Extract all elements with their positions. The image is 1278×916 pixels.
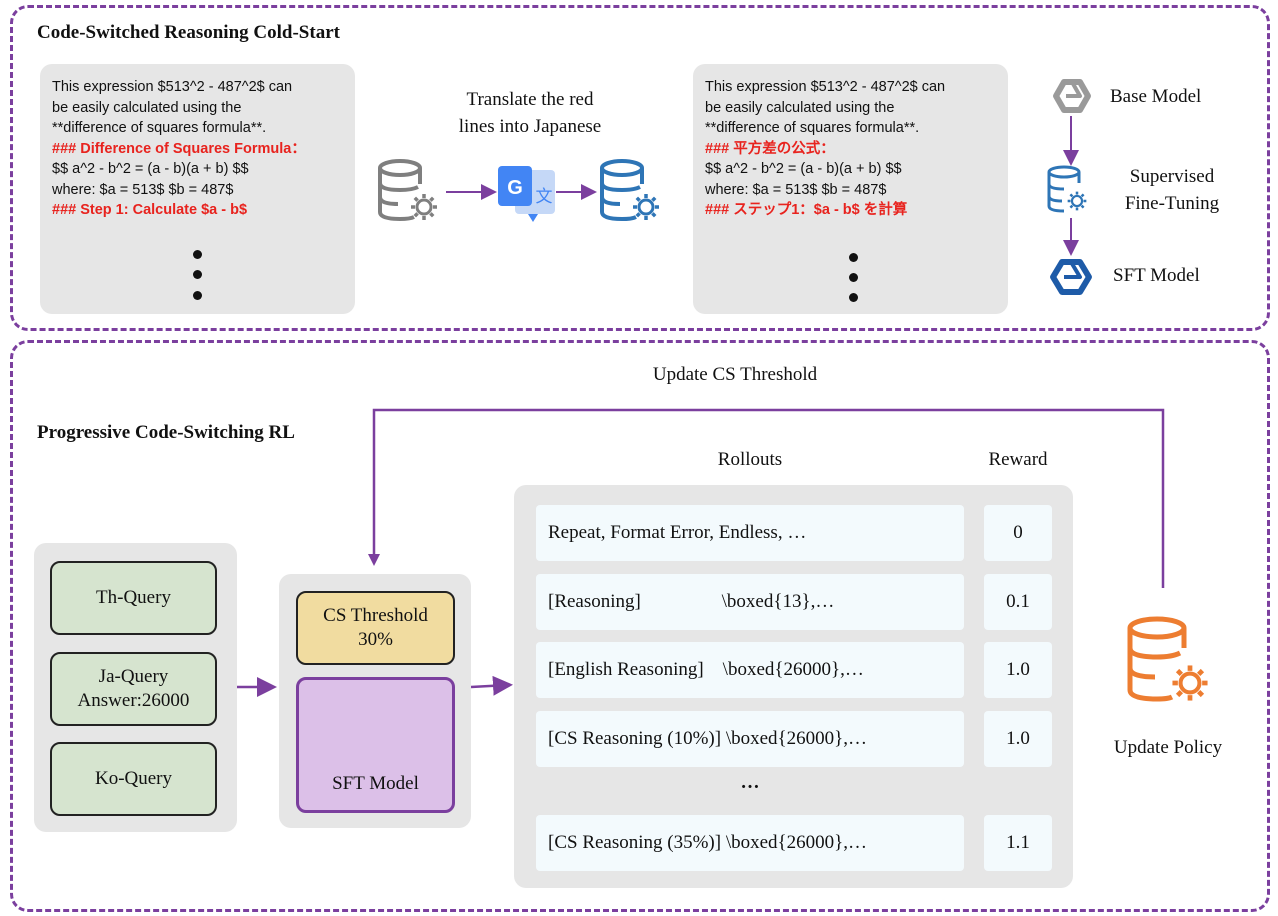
rollout-row: [English Reasoning] \boxed{26000},… xyxy=(536,642,964,698)
svg-text:文: 文 xyxy=(536,187,553,207)
ellipsis-dot xyxy=(849,293,858,302)
sft-step-label: Supervised Fine-Tuning xyxy=(1102,163,1242,217)
card-line: This expression $513^2 - 487^2$ can xyxy=(52,79,293,95)
update-threshold-loop xyxy=(372,408,1165,588)
update-policy-database-icon xyxy=(1127,616,1208,701)
svg-text:G: G xyxy=(507,177,523,199)
card-line: **difference of squares formula**. xyxy=(705,120,920,136)
card-line: $$ a^2 - b^2 = (a - b)(a + b) $$ xyxy=(705,161,902,177)
ellipsis-dot xyxy=(193,250,202,259)
card-line: where: $a = 513$ $b = 487$ xyxy=(705,181,887,198)
ellipsis-dot xyxy=(849,273,858,282)
rollouts-header: Rollouts xyxy=(717,449,783,470)
translate-icon: G 文 xyxy=(498,166,555,222)
cold-start-panel xyxy=(10,5,1270,331)
reward-header: Reward xyxy=(988,449,1048,470)
ellipsis-dot xyxy=(193,291,202,300)
code-switched-reasoning-text: This expression $513^2 - 487^2$ can be e… xyxy=(705,77,945,221)
card-line: **difference of squares formula**. xyxy=(52,120,267,136)
translated-database-icon xyxy=(600,159,661,222)
reward-value: 0 xyxy=(984,505,1052,561)
code-switched-reasoning-card xyxy=(693,64,1008,314)
reward-value: 1.0 xyxy=(984,642,1052,698)
ja-query-line: Ja-Query xyxy=(98,666,169,687)
translate-label-line: lines into Japanese xyxy=(458,116,602,137)
ellipsis-dot xyxy=(849,253,858,262)
base-model-icon xyxy=(1053,79,1091,113)
sft-model-icon xyxy=(1050,259,1092,295)
english-reasoning-text: This expression $513^2 - 487^2$ can be e… xyxy=(52,77,306,221)
card-line: $$ a^2 - b^2 = (a - b)(a + b) $$ xyxy=(52,161,249,177)
sft-model-label: SFT Model xyxy=(1113,265,1200,286)
reward-value: 1.1 xyxy=(984,815,1052,871)
base-model-label: Base Model xyxy=(1110,86,1202,107)
ellipsis-dot xyxy=(193,270,202,279)
cold-start-title: Code-Switched Reasoning Cold-Start xyxy=(37,22,340,43)
sft-step-line: Supervised xyxy=(1129,166,1215,187)
update-threshold-label: Update CS Threshold xyxy=(652,364,818,385)
rl-sft-model-label: SFT Model xyxy=(332,773,419,794)
rl-sft-model: SFT Model xyxy=(296,677,455,813)
card-line: be easily calculated using the xyxy=(705,99,895,116)
cs-threshold-value: 30% xyxy=(358,629,393,650)
sft-step-line: Fine-Tuning xyxy=(1124,193,1220,214)
rollout-row: [Reasoning] \boxed{13},… xyxy=(536,574,964,630)
card-red-line: ### Difference of Squares Formula： xyxy=(52,140,306,157)
update-policy-label: Update Policy xyxy=(1113,737,1223,758)
source-database-icon xyxy=(378,159,439,222)
sft-database-icon xyxy=(1047,165,1088,213)
reward-value: 0.1 xyxy=(984,574,1052,630)
th-query: Th-Query xyxy=(50,561,217,635)
rollouts-ellipsis: … xyxy=(740,772,760,793)
ko-query: Ko-Query xyxy=(50,742,217,816)
card-red-line: ### 平方差の公式： xyxy=(705,140,835,157)
cs-threshold-label: CS Threshold xyxy=(323,605,428,626)
rollout-row: [CS Reasoning (10%)] \boxed{26000},… xyxy=(536,711,964,767)
card-red-line: ### ステップ1：$a - b$ を計算 xyxy=(705,202,908,218)
card-line: where: $a = 513$ $b = 487$ xyxy=(52,181,234,198)
ja-query: Ja-Query Answer:26000 xyxy=(50,652,217,726)
card-line: This expression $513^2 - 487^2$ can xyxy=(705,79,946,95)
cs-threshold: CS Threshold 30% xyxy=(296,591,455,665)
ja-query-answer: Answer:26000 xyxy=(77,690,190,711)
translate-label: Translate the red lines into Japanese xyxy=(420,86,640,140)
translate-label-line: Translate the red xyxy=(466,89,594,110)
card-line: be easily calculated using the xyxy=(52,99,242,116)
rollout-row: [CS Reasoning (35%)] \boxed{26000},… xyxy=(536,815,964,871)
rollout-row: Repeat, Format Error, Endless, … xyxy=(536,505,964,561)
reward-value: 1.0 xyxy=(984,711,1052,767)
rl-title: Progressive Code-Switching RL xyxy=(37,422,295,443)
card-red-line: ### Step 1: Calculate $a - b$ xyxy=(52,202,248,218)
rl-panel xyxy=(10,340,1270,912)
